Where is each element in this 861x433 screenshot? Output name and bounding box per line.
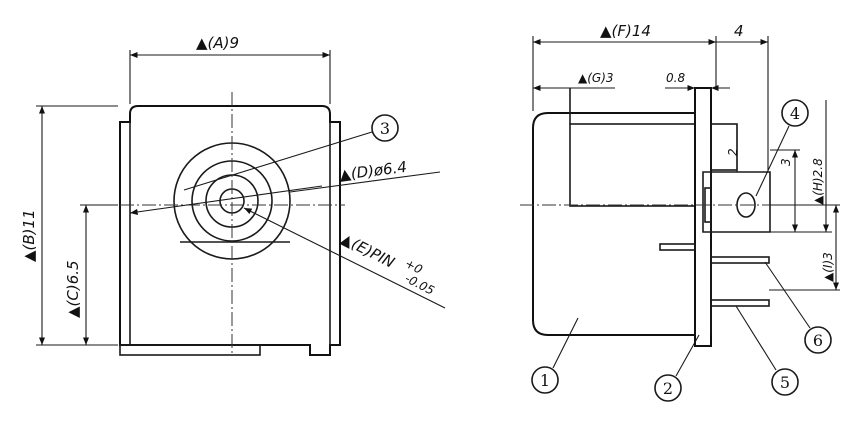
callout-1-number: 1 xyxy=(540,371,550,390)
front-body xyxy=(119,105,341,356)
callout-2-number: 2 xyxy=(663,379,673,398)
dim-a-label: ▲(A)9 xyxy=(196,34,239,52)
callout-2 xyxy=(654,374,682,402)
callout-6 xyxy=(804,326,832,354)
callout-3 xyxy=(371,114,399,142)
dim-zero-eight-label: 0.8 xyxy=(666,71,685,85)
callout-5 xyxy=(771,368,799,396)
callout-5-number: 5 xyxy=(780,373,790,392)
dim-four-label: 4 xyxy=(734,22,744,40)
side-view: ▲(F)14 4 ▲(G)3 0.8 2 3 ▲(H)2.8 ▲(I)3 1 xyxy=(520,22,840,402)
dim-e-label: ▲(E)PIN xyxy=(338,230,397,272)
callout-4-number: 4 xyxy=(790,104,800,123)
callout-6-number: 6 xyxy=(813,331,823,350)
dim-two-label: 2 xyxy=(726,148,740,156)
dim-b-label: ▲(B)11 xyxy=(20,209,38,262)
side-body xyxy=(532,112,696,336)
dim-f-label: ▲(F)14 xyxy=(600,22,651,40)
callout-4 xyxy=(781,99,809,127)
front-view: ▲(A)9 ▲(B)11 ▲(C)6.5 ▲(D)ø6.4 ▲(E)PIN +0… xyxy=(20,34,446,356)
dim-h-label: ▲(H)2.8 xyxy=(811,158,825,205)
dim-i-label: ▲(I)3 xyxy=(821,252,835,282)
dim-d-label: ▲(D)ø6.4 xyxy=(338,158,408,184)
dim-e-tol-minus: -0.05 xyxy=(403,271,437,298)
dim-three-label: 3 xyxy=(779,158,793,166)
dim-g-label: ▲(G)3 xyxy=(578,71,614,85)
callout-1 xyxy=(531,366,559,394)
callout-3-number: 3 xyxy=(380,119,390,138)
dim-c-label: ▲(C)6.5 xyxy=(64,260,82,318)
